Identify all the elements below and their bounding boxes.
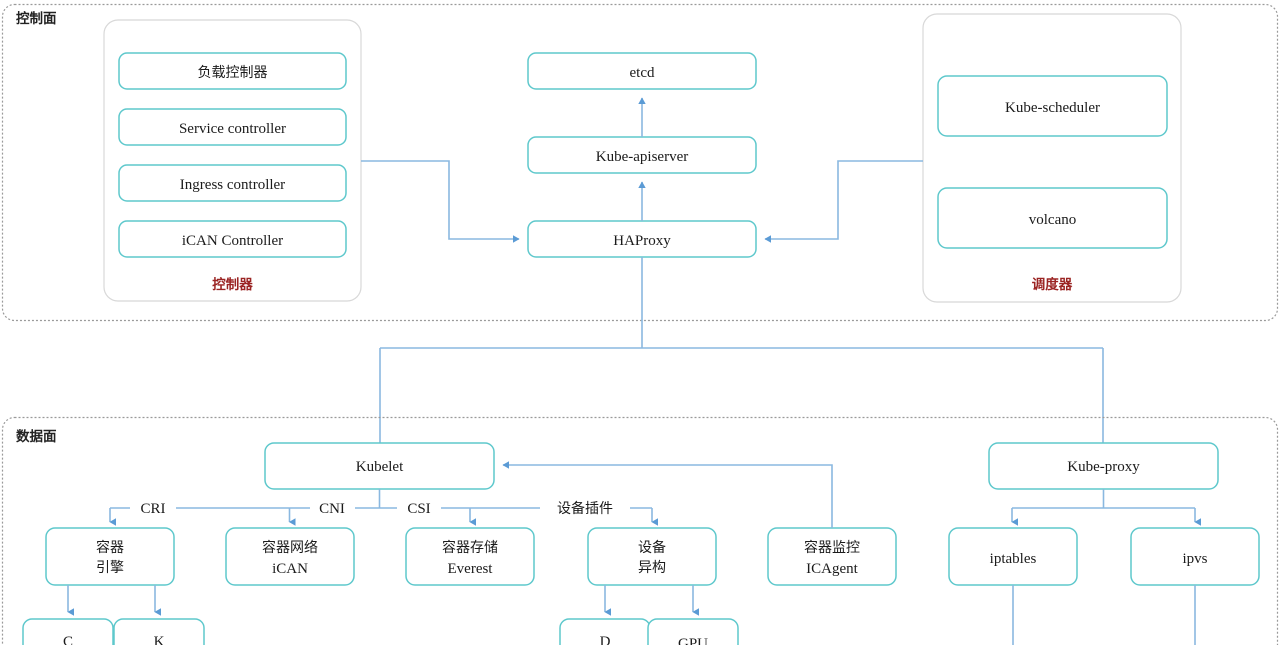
node-etcd-label: etcd: [630, 65, 655, 81]
node-device-hetero[interactable]: 设备 异构: [587, 527, 717, 586]
scheduler-group: 调度器: [922, 13, 1182, 303]
node-etcd-box[interactable]: [527, 52, 757, 90]
node-container-network-label-line1: 容器网络: [262, 539, 318, 556]
node-ican-controller[interactable]: iCAN Controller: [118, 220, 347, 258]
node-kube-apiserver[interactable]: Kube-apiserver: [527, 136, 757, 174]
controller-group-caption: 控制器: [212, 276, 253, 293]
control-plane-panel: 控制面: [1, 3, 1279, 322]
node-load-controller-label: 负载控制器: [198, 65, 268, 81]
node-ingress-controller-box[interactable]: [118, 164, 347, 202]
node-iptables-label: iptables: [990, 551, 1037, 567]
node-volcano-label: volcano: [1029, 212, 1076, 228]
node-kube-scheduler-label: Kube-scheduler: [1005, 100, 1100, 116]
node-container-monitor[interactable]: 容器监控 ICAgent: [767, 527, 897, 586]
node-volcano-box[interactable]: [937, 187, 1168, 249]
node-clipped-gpu-box[interactable]: [647, 618, 739, 645]
node-clipped-gpu[interactable]: GPU: [647, 618, 739, 645]
node-container-monitor-label-line1: 容器监控: [804, 539, 860, 556]
data-plane-label: 数据面: [16, 428, 57, 445]
node-clipped-gpu-label: GPU: [678, 636, 708, 645]
node-container-monitor-label-line2: ICAgent: [806, 561, 858, 577]
node-device-hetero-label-line2: 异构: [638, 560, 666, 576]
node-container-engine-label-line1: 容器: [96, 539, 124, 556]
node-clipped-containerd[interactable]: C: [22, 618, 114, 645]
node-clipped-kata-box[interactable]: [113, 618, 205, 645]
node-container-engine-box[interactable]: [45, 527, 175, 586]
node-clipped-containerd-label: C: [63, 634, 73, 645]
node-container-network-box[interactable]: [225, 527, 355, 586]
node-kube-scheduler[interactable]: Kube-scheduler: [937, 75, 1168, 137]
control-plane-label: 控制面: [16, 10, 57, 27]
edge-controllers-to-haproxy: [361, 160, 520, 243]
data-plane-panel: 数据面: [1, 416, 1279, 645]
node-volcano[interactable]: volcano: [937, 187, 1168, 249]
node-clipped-kata-label: K: [154, 634, 165, 645]
node-ingress-controller-label: Ingress controller: [180, 177, 285, 193]
node-kubelet[interactable]: Kubelet: [264, 442, 495, 490]
edge-schedulers-to-haproxy: [764, 160, 923, 243]
node-container-storage-label-line2: Everest: [448, 561, 494, 577]
scheduler-group-caption: 调度器: [1032, 276, 1073, 293]
node-device-hetero-box[interactable]: [587, 527, 717, 586]
node-clipped-d[interactable]: D: [559, 618, 651, 645]
node-kube-scheduler-box[interactable]: [937, 75, 1168, 137]
node-container-storage-box[interactable]: [405, 527, 535, 586]
node-clipped-d-box[interactable]: [559, 618, 651, 645]
node-device-hetero-label-line1: 设备: [638, 539, 666, 556]
node-kube-proxy-label: Kube-proxy: [1067, 459, 1140, 475]
edge-icagent-to-kubelet: [502, 461, 833, 528]
node-ingress-controller[interactable]: Ingress controller: [118, 164, 347, 202]
node-ican-controller-label: iCAN Controller: [182, 233, 283, 249]
node-service-controller[interactable]: Service controller: [118, 108, 347, 146]
node-load-controller-box[interactable]: [118, 52, 347, 90]
node-haproxy-label: HAProxy: [613, 233, 671, 249]
control-plane-border: [1, 3, 1279, 322]
node-service-controller-label: Service controller: [179, 121, 286, 137]
node-clipped-containerd-box[interactable]: [22, 618, 114, 645]
interface-label-device-plugin: 设备插件: [557, 500, 613, 517]
node-service-controller-box[interactable]: [118, 108, 347, 146]
interface-label-cni: CNI: [319, 501, 345, 517]
node-kube-apiserver-label: Kube-apiserver: [596, 149, 688, 165]
node-etcd[interactable]: etcd: [527, 52, 757, 90]
interface-label-csi: CSI: [407, 501, 430, 517]
node-clipped-kata[interactable]: K: [113, 618, 205, 645]
node-container-engine-label-line2: 引擎: [96, 560, 124, 576]
node-clipped-d-label: D: [600, 634, 611, 645]
node-kube-proxy[interactable]: Kube-proxy: [988, 442, 1219, 490]
node-container-engine[interactable]: 容器 引擎: [45, 527, 175, 586]
data-plane-border: [1, 416, 1279, 645]
node-container-storage-label-line1: 容器存储: [442, 539, 498, 556]
node-haproxy[interactable]: HAProxy: [527, 220, 757, 258]
node-kubelet-label: Kubelet: [356, 459, 404, 475]
scheduler-group-border: [922, 13, 1182, 303]
node-iptables[interactable]: iptables: [948, 527, 1078, 586]
node-ican-controller-box[interactable]: [118, 220, 347, 258]
node-ipvs[interactable]: ipvs: [1130, 527, 1260, 586]
node-container-storage[interactable]: 容器存储 Everest: [405, 527, 535, 586]
node-load-controller[interactable]: 负载控制器: [118, 52, 347, 90]
node-container-network-label-line2: iCAN: [272, 561, 308, 577]
node-ipvs-label: ipvs: [1182, 551, 1207, 567]
interface-label-cri: CRI: [140, 501, 165, 517]
node-container-network[interactable]: 容器网络 iCAN: [225, 527, 355, 586]
